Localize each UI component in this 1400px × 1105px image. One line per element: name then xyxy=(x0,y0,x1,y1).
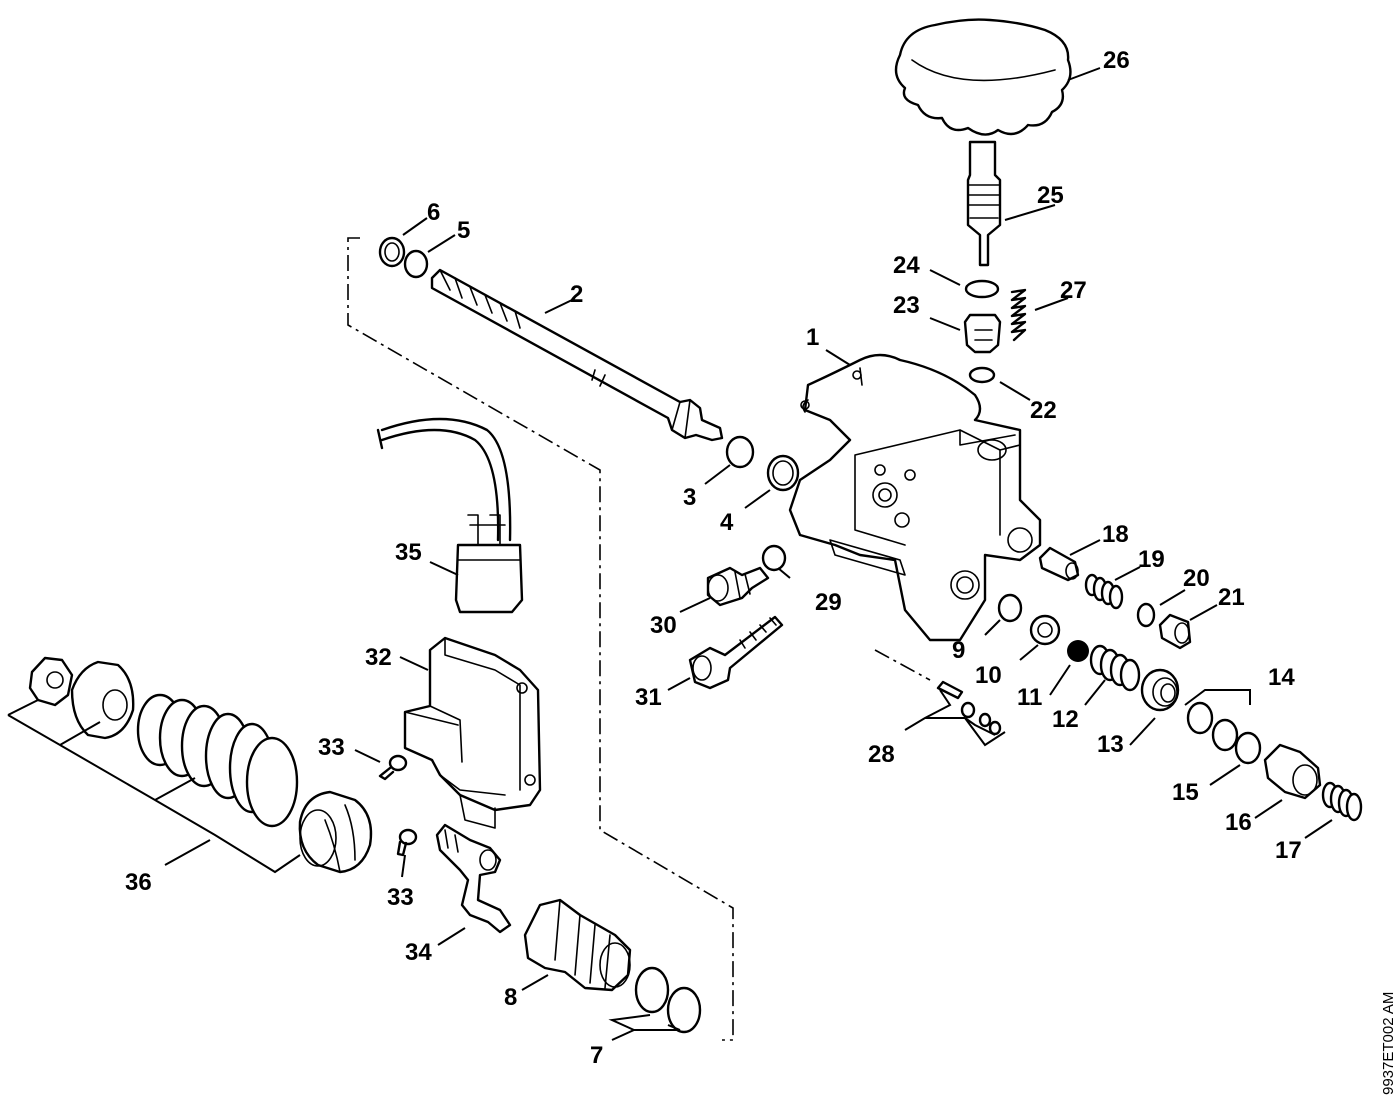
label-27: 27 xyxy=(1060,277,1087,304)
part-21-plug xyxy=(1158,613,1192,650)
part-28-small-parts xyxy=(936,680,1002,736)
label-3: 3 xyxy=(683,484,696,511)
label-36: 36 xyxy=(125,869,152,896)
part-4-ring-inner xyxy=(772,460,794,486)
part-30-plug-screw xyxy=(706,566,770,607)
part-2-rod xyxy=(430,268,724,442)
part-5-o-ring xyxy=(403,249,429,279)
part-26-knob xyxy=(894,18,1072,136)
label-13: 13 xyxy=(1097,731,1124,758)
label-12: 12 xyxy=(1052,706,1079,733)
label-31: 31 xyxy=(635,684,662,711)
leader-lines xyxy=(7,67,1333,1041)
label-8: 8 xyxy=(504,984,517,1011)
label-11: 11 xyxy=(1017,684,1042,711)
label-24: 24 xyxy=(893,252,920,279)
label-30: 30 xyxy=(650,612,677,639)
part-36-washer xyxy=(70,660,135,740)
label-22: 22 xyxy=(1030,397,1057,424)
part-1-valve-housing xyxy=(788,353,1042,642)
part-12-spring xyxy=(1089,644,1141,692)
part-36-nut xyxy=(28,656,74,707)
part-9-o-ring xyxy=(997,593,1023,623)
label-18: 18 xyxy=(1102,521,1129,548)
part-13-sleeve xyxy=(1140,668,1180,712)
label-21: 21 xyxy=(1218,584,1245,611)
label-19: 19 xyxy=(1138,546,1165,573)
label-9: 9 xyxy=(952,637,965,664)
label-15: 15 xyxy=(1172,779,1199,806)
label-14: 14 xyxy=(1268,664,1295,691)
label-10: 10 xyxy=(975,662,1002,689)
part-36-spring xyxy=(136,693,299,828)
part-33-screw-upper xyxy=(378,754,408,781)
part-16-piston xyxy=(1263,743,1322,800)
part-33-screw-lower xyxy=(396,828,418,857)
part-15-o-ring-b xyxy=(1234,731,1262,765)
part-17-spring xyxy=(1321,781,1363,822)
label-33-upper: 33 xyxy=(318,734,345,761)
part-22-o-ring xyxy=(968,366,996,384)
label-26: 26 xyxy=(1103,47,1130,74)
label-25: 25 xyxy=(1037,182,1064,209)
label-20: 20 xyxy=(1183,565,1210,592)
part-10-seat xyxy=(1029,614,1061,646)
part-36-sleeve xyxy=(298,790,373,874)
label-16: 16 xyxy=(1225,809,1252,836)
part-23-nut xyxy=(963,313,1002,354)
part-14-o-ring xyxy=(1186,701,1214,735)
label-28: 28 xyxy=(868,741,895,768)
part-7-o-ring-a xyxy=(634,966,670,1014)
part-18-pin xyxy=(1038,546,1080,582)
label-7: 7 xyxy=(590,1042,603,1069)
part-15-o-ring-a xyxy=(1211,718,1239,752)
label-29: 29 xyxy=(815,589,842,616)
part-25-spindle xyxy=(966,140,1002,267)
label-4: 4 xyxy=(720,509,734,536)
part-27-spring xyxy=(1010,288,1027,342)
label-34: 34 xyxy=(405,939,432,966)
part-3-o-ring xyxy=(725,435,755,469)
part-34-lever xyxy=(435,823,512,934)
label-6: 6 xyxy=(427,199,440,226)
part-24-o-ring xyxy=(964,279,1000,299)
part-29-o-ring xyxy=(761,544,787,572)
label-35: 35 xyxy=(395,539,422,566)
label-1: 1 xyxy=(806,324,819,351)
label-23: 23 xyxy=(893,292,920,319)
drawing-code: 9937ET002 AM xyxy=(1380,992,1397,1095)
part-20-o-ring xyxy=(1136,602,1156,628)
label-33-lower: 33 xyxy=(387,884,414,911)
part-labels: 1 2 3 4 5 6 7 8 9 10 11 12 13 14 15 16 1… xyxy=(125,47,1302,1069)
part-32-control-module xyxy=(403,636,542,829)
label-32: 32 xyxy=(365,644,392,671)
part-6-ring xyxy=(378,236,406,268)
part-4-ring xyxy=(766,454,800,492)
part-8-fitting xyxy=(523,898,632,992)
part-7-o-ring-b xyxy=(666,986,702,1034)
part-31-bolt xyxy=(688,615,784,690)
part-11-ball xyxy=(1067,640,1089,662)
bracket-boundary-line xyxy=(874,649,931,681)
part-19-spring xyxy=(1084,573,1124,610)
label-2: 2 xyxy=(570,281,583,308)
part-35-micro-switch xyxy=(376,417,524,614)
part-6-ring-inner xyxy=(384,242,400,262)
label-5: 5 xyxy=(457,217,470,244)
label-17: 17 xyxy=(1275,837,1302,864)
